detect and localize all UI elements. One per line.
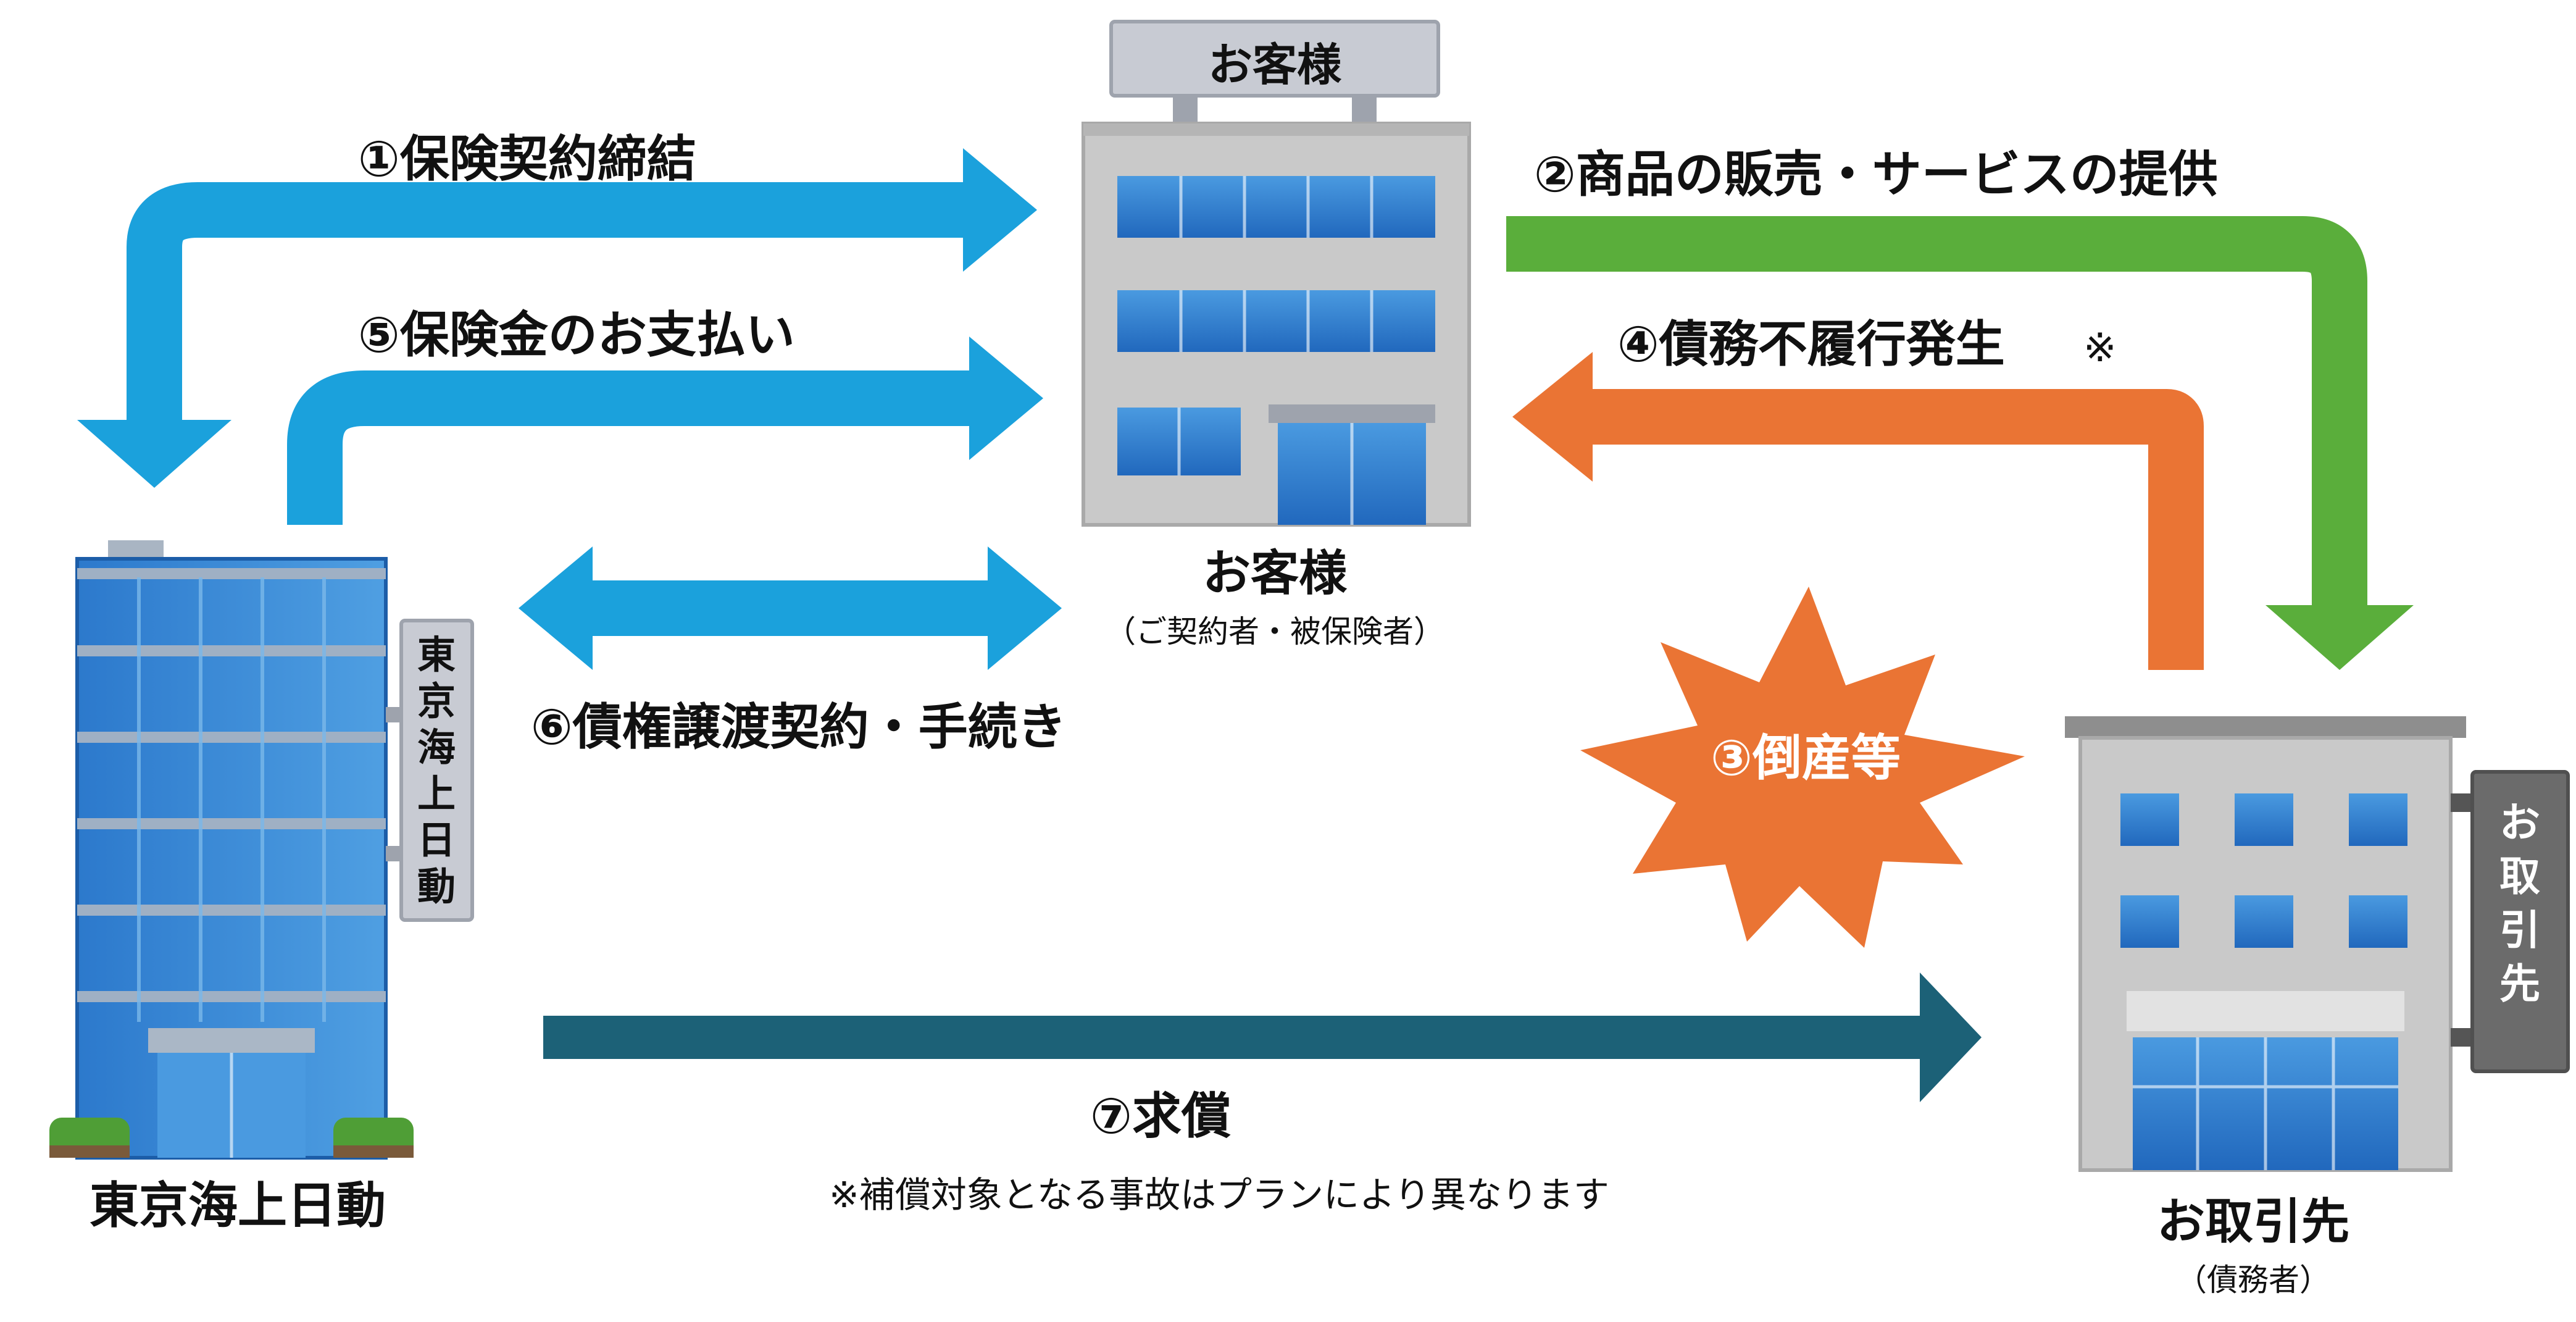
- customer-sign: お客様: [1208, 39, 1342, 91]
- customer-building: [1082, 20, 1471, 527]
- arrow-assignment: [519, 546, 1062, 670]
- partner-name: お取引先: [2157, 1194, 2349, 1250]
- partner-sign: お 取 引 先: [2499, 799, 2540, 1008]
- insurer-sign-char: 東: [417, 632, 456, 677]
- step2-label: ②商品の販売・サービスの提供: [1534, 146, 2218, 203]
- arrow-default: [1512, 352, 2204, 670]
- insurer-name: 東京海上日動: [90, 1177, 386, 1234]
- partner-sign-char: 先: [2499, 960, 2540, 1008]
- step7-label: ⑦求償: [1090, 1087, 1231, 1145]
- footnote: ※補償対象となる事故はプランにより異なります: [829, 1174, 1609, 1216]
- insurer-sign-char: 上: [417, 771, 456, 816]
- step5-label: ⑤保険金のお支払い: [358, 306, 795, 364]
- partner-windows: [2120, 793, 2407, 948]
- step1-label: ①保険契約締結: [358, 130, 696, 188]
- partner-sign-char: 取: [2499, 853, 2540, 900]
- step4-label: ④債務不履行発生: [1617, 316, 2005, 373]
- insurer-sign-char: 京: [417, 679, 456, 724]
- partner-building: [2065, 716, 2570, 1172]
- step6-label: ⑥債権譲渡契約・手続き: [531, 698, 1067, 756]
- step3-label: ③倒産等: [1711, 729, 1901, 787]
- customer-subtitle: （ご契約者・被保険者）: [1105, 614, 1444, 650]
- partner-sign-char: お: [2499, 799, 2540, 847]
- arrow-sales: [1506, 216, 2414, 670]
- insurer-sign-char: 動: [417, 864, 456, 909]
- arrow-recourse: [543, 973, 1982, 1102]
- bankruptcy-burst-icon: [1580, 587, 2025, 948]
- arrow-contract: [77, 148, 1037, 488]
- insurer-building: [49, 540, 474, 1160]
- insurer-sign-char: 海: [417, 725, 456, 770]
- insurer-sign-char: 日: [417, 818, 456, 863]
- insurer-sign: 東 京 海 上 日 動: [417, 632, 456, 909]
- customer-name: お客様: [1203, 546, 1348, 601]
- partner-sign-char: 引: [2499, 906, 2540, 954]
- partner-subtitle: （債務者）: [2176, 1262, 2330, 1298]
- arrow-payment: [287, 337, 1043, 525]
- step4-note-mark: ※: [2083, 325, 2117, 371]
